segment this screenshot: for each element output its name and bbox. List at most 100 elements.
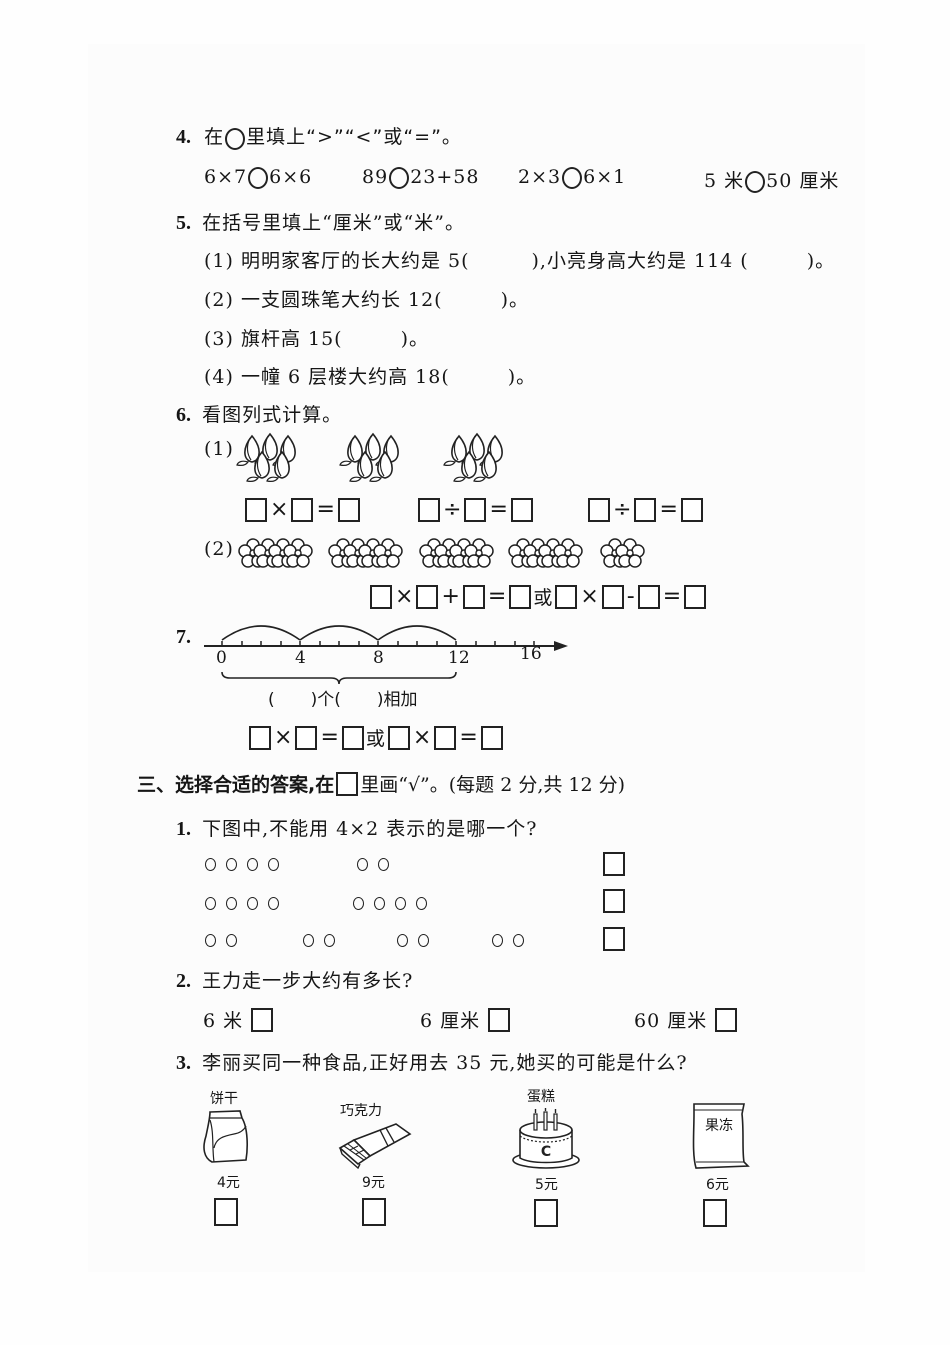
q5-item-end: )。 (507, 366, 537, 388)
answer-box[interactable] (416, 584, 439, 609)
s3q3-option-1-checkbox[interactable] (214, 1198, 238, 1226)
item-name: 果冻 (705, 1118, 733, 1134)
item-price: 4元 (217, 1175, 240, 1191)
answer-box[interactable] (370, 584, 392, 609)
answer-box[interactable] (464, 497, 487, 522)
s3q3-option-2-checkbox[interactable] (362, 1198, 386, 1226)
q5-item-1: (1) 明明家客厅的长大约是 5(),小亮身高大约是 114 ()。 (204, 246, 835, 273)
answer-box[interactable] (462, 584, 485, 609)
answer-box[interactable] (510, 497, 533, 522)
answer-box[interactable] (387, 725, 410, 750)
tick-label: 8 (373, 648, 384, 668)
item-name: 饼干 (210, 1091, 238, 1107)
operator: × (580, 584, 599, 609)
item-price: 6元 (706, 1177, 729, 1193)
s3q3-option-4-checkbox[interactable] (703, 1199, 727, 1227)
q7-brace-text: ()个()相加 (268, 685, 418, 710)
q4-item-right: 6×6 (269, 166, 313, 188)
compare-circle-input[interactable] (562, 167, 583, 189)
answer-box[interactable] (555, 584, 578, 609)
answer-box[interactable] (434, 725, 457, 750)
q6-part1-label: (1) (204, 438, 234, 460)
s3q1-option-3-checkbox[interactable] (603, 927, 625, 951)
answer-box[interactable] (680, 497, 703, 522)
answer-box[interactable] (245, 497, 267, 522)
q5-item-3: (3) 旗杆高 15()。 (204, 324, 429, 351)
q6-part1-equation-2: ÷= (418, 497, 533, 522)
q7-number: 7. (176, 626, 191, 648)
answer-box[interactable] (418, 497, 440, 522)
item-price: 5元 (535, 1177, 558, 1193)
peach-groups-illustration (240, 432, 540, 484)
s3q2-option-1: 6 米 (203, 1006, 274, 1033)
circle-icon (225, 127, 246, 150)
operator: × (412, 725, 432, 750)
tick-label: 4 (295, 648, 306, 668)
answer-box[interactable] (684, 584, 707, 609)
dot-row-2 (205, 895, 437, 914)
q5-item-label: (1) (204, 250, 234, 272)
answer-box[interactable] (295, 725, 318, 750)
or-label: 或 (365, 728, 386, 750)
s3q2-number: 2. (176, 970, 191, 992)
answer-box[interactable] (337, 497, 360, 522)
q4-item-left: 2×3 (518, 166, 562, 188)
answer-box[interactable] (637, 584, 660, 609)
s3q1-option-1-checkbox[interactable] (603, 852, 625, 876)
q5-item-end: )。 (806, 250, 836, 272)
answer-box[interactable] (509, 584, 532, 609)
q5-item-2: (2) 一支圆珠笔大约长 12()。 (204, 285, 529, 312)
tick-label: 0 (216, 648, 227, 668)
answer-box[interactable] (291, 497, 314, 522)
compare-circle-input[interactable] (745, 171, 766, 193)
answer-box[interactable] (341, 725, 364, 750)
q4-item-1: 6×7 6×6 (204, 166, 312, 189)
s3q3-header: 3. 李丽买同一种食品,正好用去 35 元,她买的可能是什么? (176, 1048, 688, 1075)
operator: ÷ (443, 497, 462, 522)
option-checkbox[interactable] (715, 1007, 738, 1032)
option-label: 6 厘米 (420, 1010, 481, 1032)
s3q1-option-2-checkbox[interactable] (603, 889, 625, 913)
answer-box[interactable] (601, 584, 624, 609)
operator: = (487, 584, 507, 609)
worksheet-paper (88, 44, 865, 1272)
q4-header: 4. 在里填上“>”“<”或“=”。 (176, 122, 462, 150)
s3q2-title: 王力走一步大约有多长? (202, 970, 414, 992)
answer-box[interactable] (249, 725, 271, 750)
q5-item-label: (3) (204, 328, 234, 350)
option-label: 60 厘米 (634, 1010, 708, 1032)
number-line-diagram (204, 625, 568, 685)
operator: - (626, 584, 635, 609)
q6-part2-label: (2) (204, 538, 234, 560)
q6-part1-equation-1: ×= (245, 497, 360, 522)
q7-equation: ×=或×= (249, 724, 503, 751)
answer-box[interactable] (588, 497, 610, 522)
s3q1-number: 1. (176, 818, 191, 840)
section-3-title-pre: 三、选择合适的答案,在 (137, 774, 335, 796)
answer-box[interactable] (480, 725, 503, 750)
item-price: 9元 (362, 1175, 385, 1191)
answer-box[interactable] (634, 497, 657, 522)
s3q3-option-3-checkbox[interactable] (534, 1199, 558, 1227)
s3q2-header: 2. 王力走一步大约有多长? (176, 966, 413, 993)
section-3-heading: 三、选择合适的答案,在 里画“√”。(每题 2 分,共 12 分) (137, 770, 625, 797)
q5-item-text-2: ),小亮身高大约是 114 ( (531, 250, 749, 272)
q4-title-post: 里填上“>”“<”或“=”。 (246, 126, 462, 148)
brace-text-end: )相加 (376, 690, 418, 710)
q5-item-text: 一幢 6 层楼大约高 18( (240, 366, 450, 388)
option-checkbox[interactable] (488, 1007, 511, 1032)
operator: = (489, 497, 508, 522)
section-3-title-post: 里画“√”。(每题 2 分,共 12 分) (360, 774, 626, 796)
checkbox-icon (336, 771, 359, 796)
compare-circle-input[interactable] (248, 167, 269, 189)
s3q3-number: 3. (176, 1052, 191, 1074)
tick-label: 12 (448, 648, 470, 668)
compare-circle-input[interactable] (389, 167, 410, 189)
q4-item-left: 6×7 (204, 166, 248, 188)
operator: + (441, 584, 460, 609)
dot-row-1 (205, 856, 399, 875)
option-checkbox[interactable] (251, 1007, 274, 1032)
item-name: 巧克力 (340, 1103, 382, 1119)
